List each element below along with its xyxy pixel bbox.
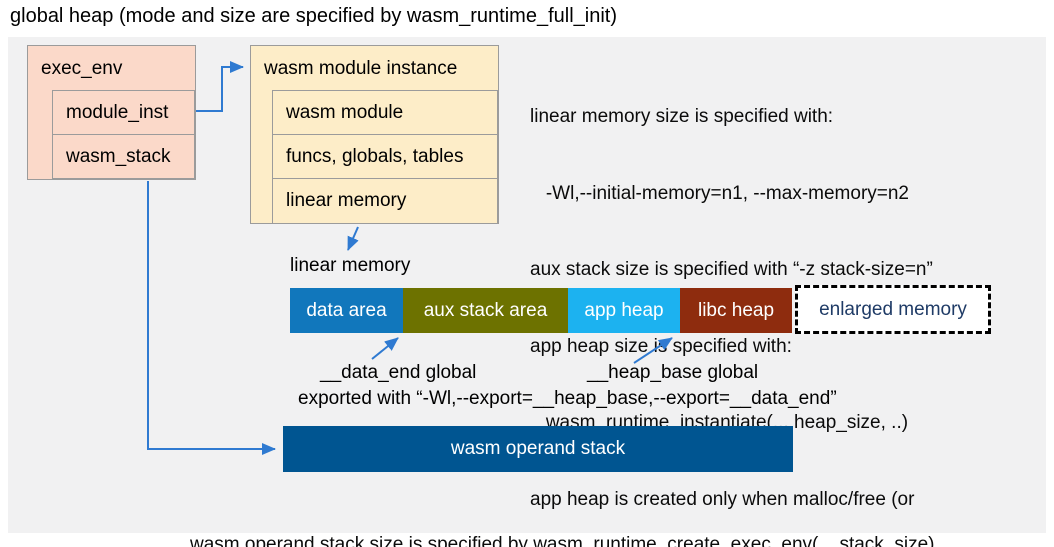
note-line: -Wl,--initial-memory=n1, --max-memory=n2: [530, 182, 909, 204]
exported-with-note: exported with “-Wl,--export=__heap_base,…: [298, 388, 837, 409]
note-line: wasm operand stack size is specified by …: [190, 534, 935, 547]
segment-app-heap: app heap: [568, 288, 680, 333]
segment-data-area: data area: [290, 288, 403, 333]
module-inst-box: module_inst: [52, 90, 195, 135]
wasm-module-box: wasm module: [272, 90, 498, 135]
segment-libc-heap: libc heap: [680, 288, 792, 333]
heap-base-global-label: __heap_base global: [587, 362, 759, 383]
diagram-title: global heap (mode and size are specified…: [10, 5, 617, 27]
segment-aux-stack-area: aux stack area: [403, 288, 568, 333]
note-line: app heap is created only when malloc/fre…: [530, 488, 915, 510]
note-line: aux stack size is specified with “-z sta…: [530, 259, 933, 280]
wasm-stack-box: wasm_stack: [52, 134, 195, 179]
module-instance-label: wasm module instance: [264, 58, 458, 79]
memory-size-notes: linear memory size is specified with: -W…: [530, 53, 933, 547]
data-end-global-label: __data_end global: [320, 362, 477, 383]
operand-stack-notes: wasm operand stack size is specified by …: [190, 482, 935, 547]
exec-env-label: exec_env: [41, 58, 123, 79]
linear-memory-box: linear memory: [272, 178, 498, 224]
segment-enlarged-memory: enlarged memory: [795, 285, 991, 334]
wasm-operand-stack-bar: wasm operand stack: [283, 426, 793, 472]
linear-memory-label: linear memory: [290, 255, 411, 276]
note-line: app heap size is specified with:: [530, 335, 792, 357]
funcs-globals-tables-box: funcs, globals, tables: [272, 134, 498, 179]
note-line: linear memory size is specified with:: [530, 106, 834, 127]
